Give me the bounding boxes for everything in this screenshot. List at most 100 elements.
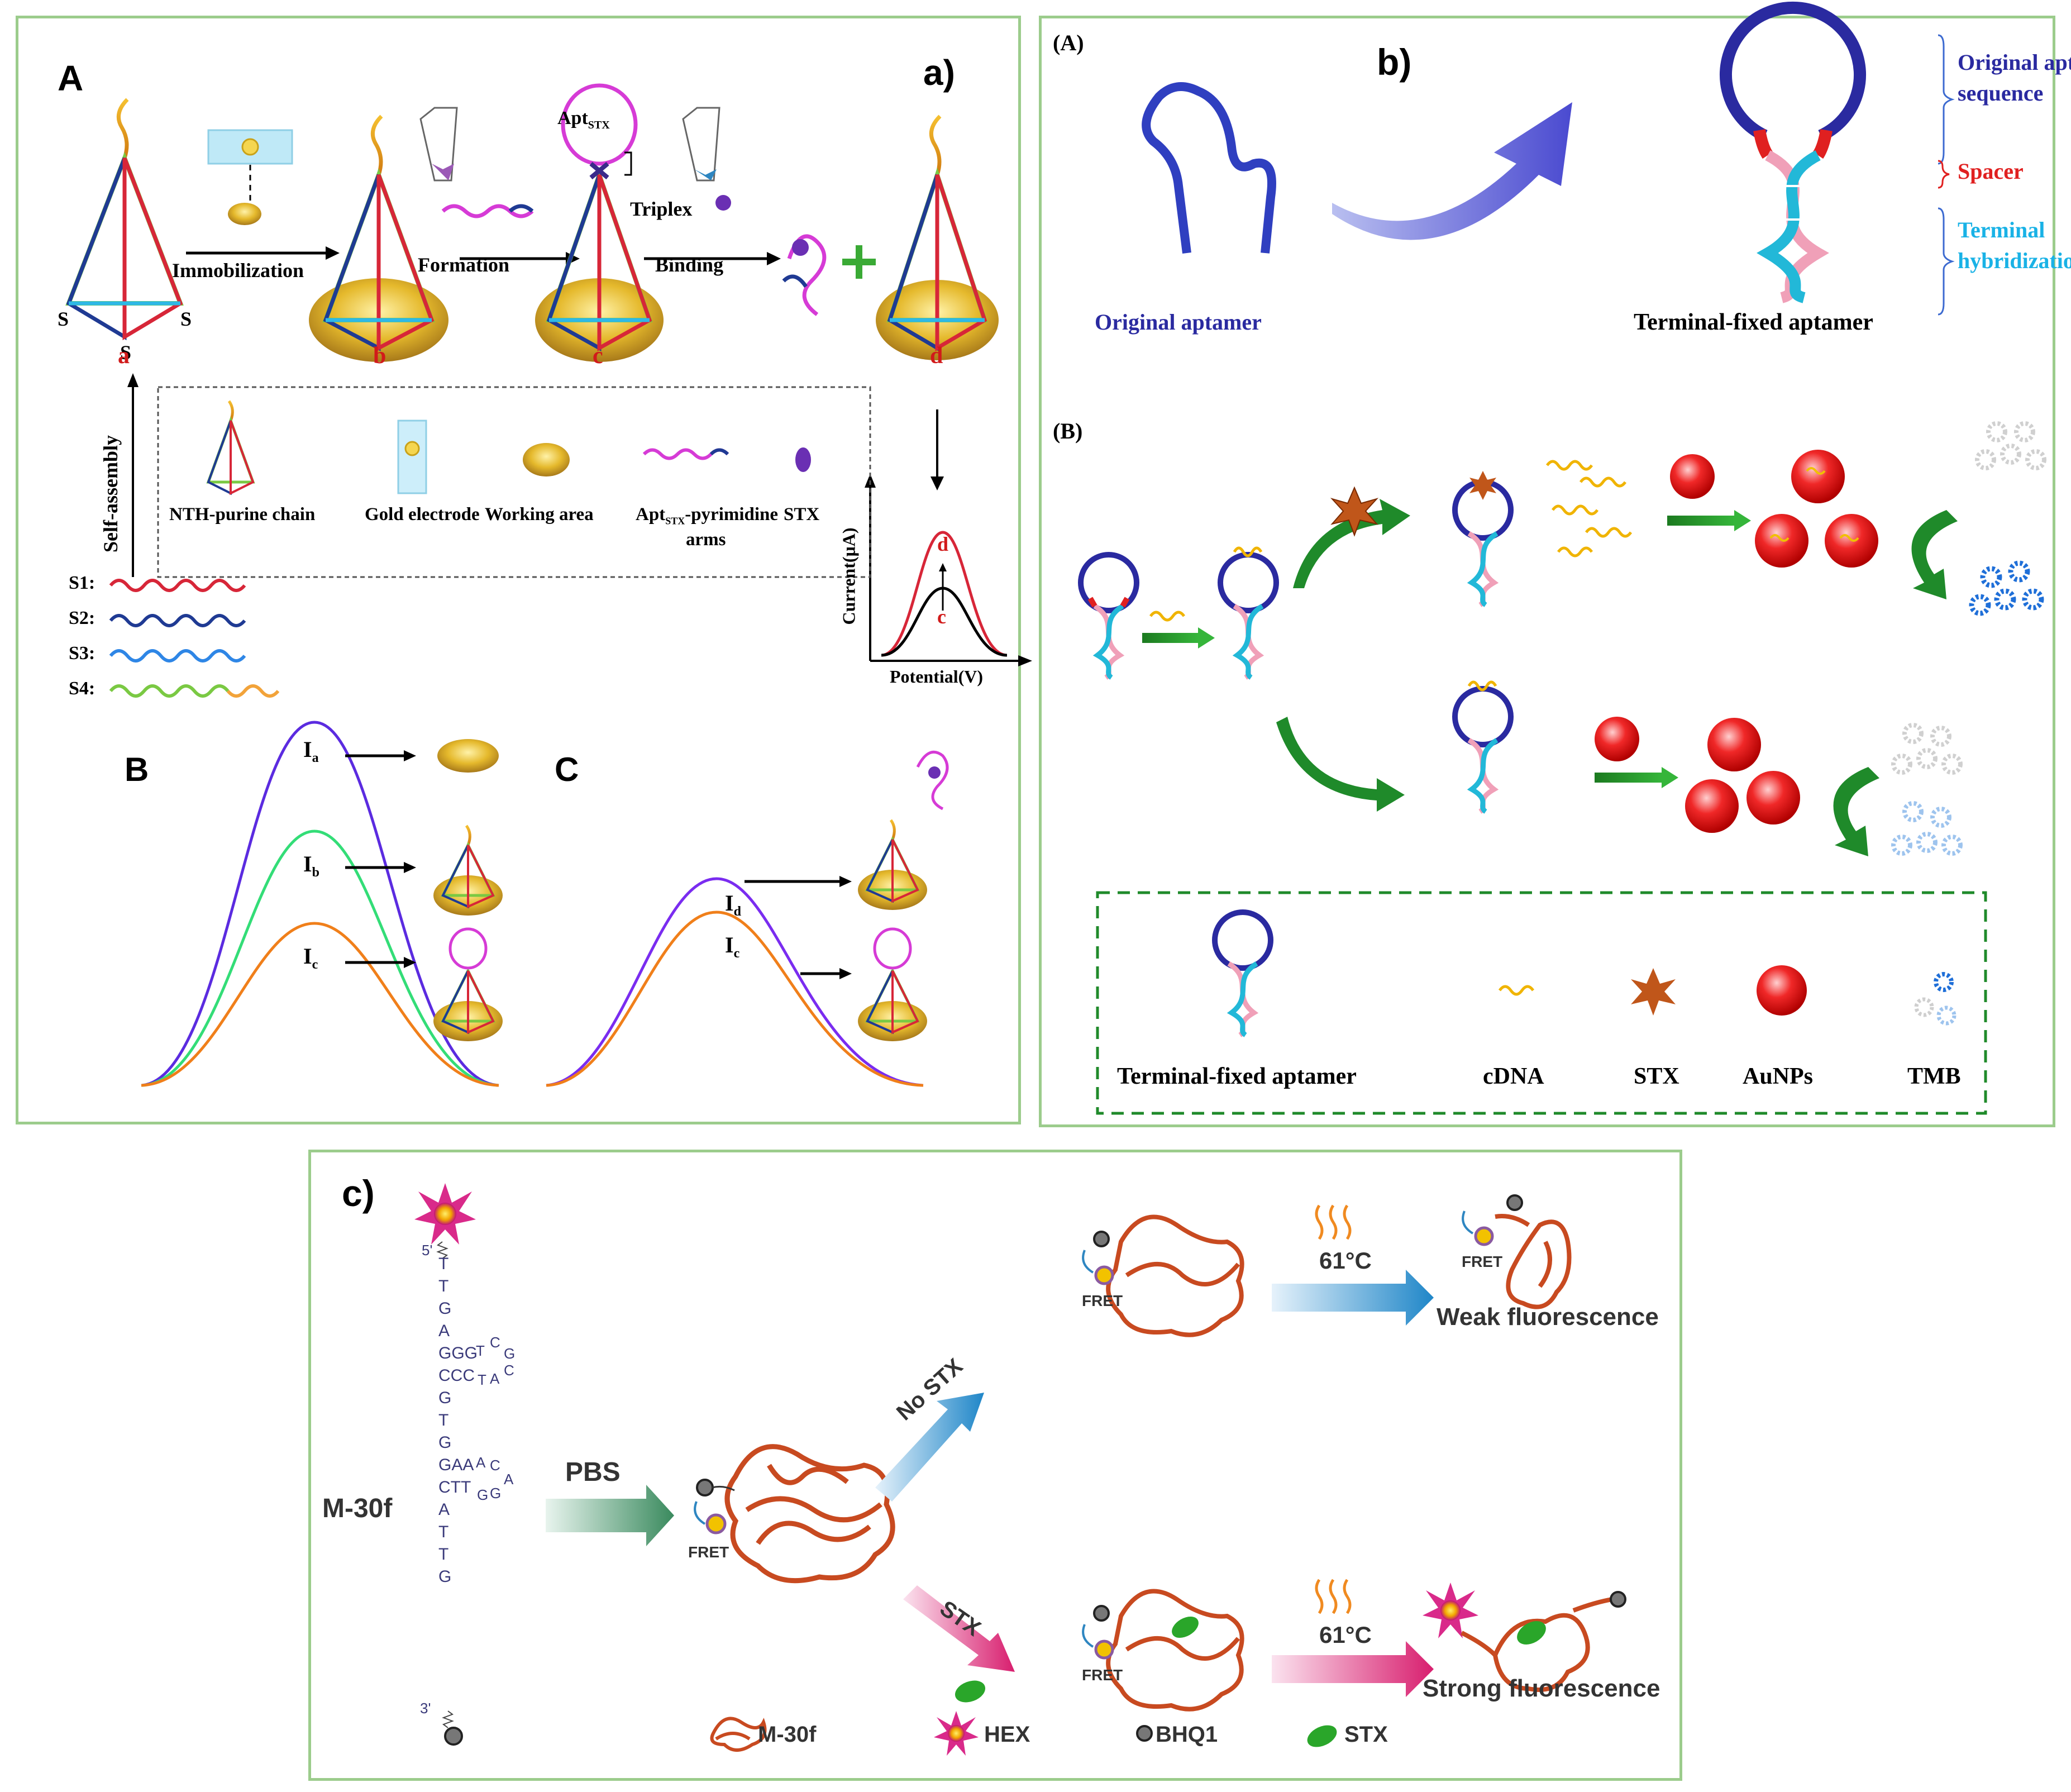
legend-working-area: Working area	[485, 504, 594, 525]
self-assembly-label: Self-assembly	[99, 435, 122, 552]
gold-electrode-icon	[207, 129, 293, 225]
node-b: b	[373, 343, 386, 369]
strand-S2: S2:	[69, 608, 96, 628]
strand-S3: S3:	[69, 643, 96, 664]
tmb-blue-upper	[1969, 560, 2044, 616]
loop2-A: A	[476, 1454, 486, 1471]
seq-base: GGG	[438, 1344, 478, 1362]
heat-arrow-top	[1272, 1270, 1434, 1326]
plus-sign	[842, 245, 876, 279]
node-a: a	[118, 343, 130, 369]
aptamer-small-2	[1218, 546, 1279, 680]
seq-base: G	[438, 1299, 452, 1318]
panel-c-tag: c)	[342, 1173, 375, 1214]
terminal-fixed-aptamer-big	[1720, 1, 1866, 303]
subpanel-C-letter: C	[555, 751, 579, 788]
sequence-column: T T G A GGG CCC G T G GAA CTT A T T G	[438, 1253, 478, 1588]
triplex-label: Triplex	[630, 198, 693, 220]
annot-spacer: Spacer	[1958, 159, 2024, 184]
label-Ic-C: Ic	[725, 932, 740, 961]
step-immobilization: Immobilization	[172, 259, 304, 282]
legend-hex-icon	[934, 1711, 979, 1756]
legend-bhq1-icon	[1136, 1725, 1153, 1742]
strand-S4: S4:	[69, 678, 96, 699]
hex-fluorophore-top	[414, 1183, 476, 1245]
five-prime: 5'	[422, 1242, 433, 1259]
dpv-curves-B	[141, 721, 503, 1087]
seq-base: A	[438, 1500, 450, 1519]
green-arrow-2	[1667, 510, 1751, 531]
seq-base: T	[438, 1545, 449, 1564]
three-prime: 3'	[420, 1700, 431, 1717]
pbs-arrow	[546, 1485, 674, 1546]
arrow-binding	[644, 107, 827, 316]
loop1-C: C	[490, 1334, 500, 1351]
loop1-T: T	[476, 1342, 485, 1359]
loop1-C2: C	[504, 1362, 514, 1379]
label-Ib: Ib	[303, 851, 319, 880]
m30f-upper	[1106, 1214, 1244, 1337]
tmb-grey-upper	[1975, 421, 2046, 470]
loop2-G: G	[490, 1485, 502, 1502]
no-stx-arrow	[875, 1393, 984, 1502]
strong-fluorescence: Strong fluorescence	[1423, 1675, 1660, 1702]
panel-b-tag: b)	[1377, 41, 1412, 83]
legend-gold-electrode: Gold electrode	[365, 504, 480, 525]
legend-stx: STX	[784, 504, 820, 525]
m30f-lower	[1106, 1589, 1244, 1712]
panel-b-scheme	[1078, 1, 2046, 1115]
m30f-strong	[1461, 1597, 1613, 1692]
label-Ic: Ic	[303, 943, 318, 972]
legend-hex: HEX	[984, 1722, 1030, 1747]
legend-stx-icon	[1307, 1725, 1337, 1747]
seq-base: T	[438, 1277, 449, 1295]
legend-stx: STX	[1634, 1064, 1679, 1089]
weak-fluorescence: Weak fluorescence	[1437, 1303, 1659, 1331]
panel-c: c)	[308, 1150, 1682, 1781]
tetrahedron-c	[535, 83, 664, 362]
seq-base: G	[438, 1389, 452, 1407]
fret-upper: FRET	[1082, 1292, 1123, 1309]
loop2-A2: A	[504, 1471, 514, 1488]
loop2-C: C	[490, 1457, 500, 1474]
green-arrow-3	[1595, 767, 1678, 788]
seq-base: CTT	[438, 1478, 471, 1496]
panel-a-scheme: S S S	[58, 83, 1032, 1087]
seq-base: CCC	[438, 1366, 475, 1385]
fret-center: FRET	[688, 1543, 729, 1561]
panel-a: a) A S S S	[16, 16, 1032, 1124]
legend-m30f-icon	[710, 1717, 767, 1752]
curve-label-d: d	[937, 533, 949, 555]
legend-apt-arms: arms	[686, 530, 726, 550]
node-d: d	[930, 343, 943, 369]
seq-base: T	[438, 1411, 449, 1429]
original-aptamer-label: Original aptamer	[1095, 309, 1262, 335]
green-arrow-1	[1142, 627, 1215, 649]
label-B-bracket: (B)	[1053, 418, 1083, 444]
dpv-curves-C	[546, 750, 949, 1087]
cdna-cluster	[1545, 460, 1633, 557]
arrow-formation	[419, 107, 580, 265]
sulfur-label: S	[58, 308, 69, 330]
temp-upper: 61°C	[1319, 1247, 1372, 1274]
label-Id: Id	[725, 890, 741, 919]
fret-weak: FRET	[1462, 1253, 1503, 1270]
bhq1-bottom	[444, 1727, 463, 1746]
tetrahedron-d	[876, 115, 999, 360]
legend-tmb: TMB	[1907, 1064, 1961, 1089]
dpv-plot	[865, 474, 1032, 666]
annot-terminal-2: hybridization	[1958, 248, 2071, 273]
m30f-center	[724, 1444, 895, 1584]
label-Ia: Ia	[303, 737, 319, 765]
legend-box-b	[1096, 891, 1987, 1115]
annot-terminal-1: Terminal	[1958, 217, 2045, 242]
temp-lower: 61°C	[1319, 1622, 1372, 1648]
apt-stx-label: AptSTX	[557, 108, 610, 131]
loop1-G: G	[504, 1345, 516, 1362]
legend-bhq1: BHQ1	[1156, 1722, 1218, 1747]
big-arrow	[1332, 102, 1572, 240]
m30f-label: M-30f	[322, 1494, 393, 1523]
step-binding: Binding	[655, 254, 724, 276]
aptamer-small-1	[1078, 552, 1139, 680]
tmb-grey-lower	[1891, 723, 1963, 775]
